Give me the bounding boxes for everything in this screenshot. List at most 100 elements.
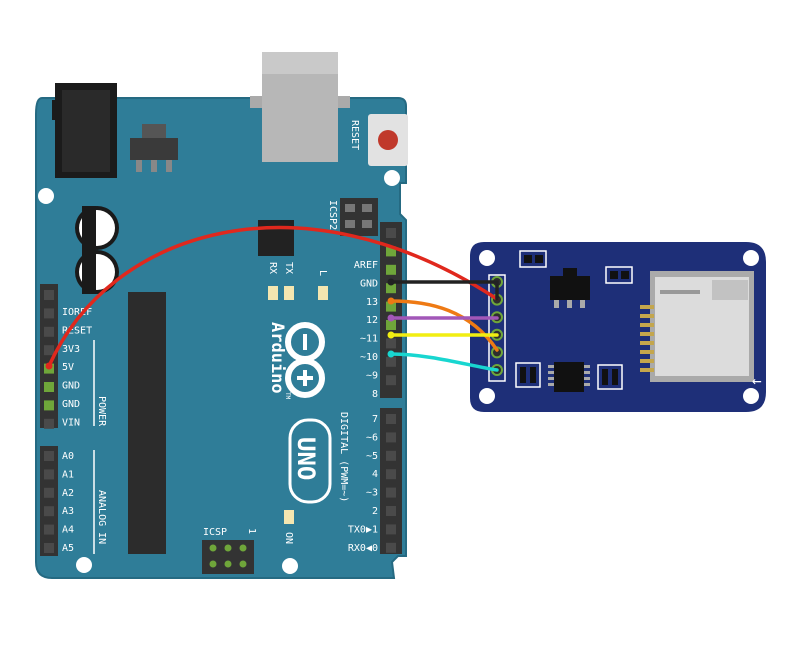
pin-label: RESET [62,325,92,336]
wire-end [387,278,395,286]
header-pin [386,264,396,275]
wire-end [387,350,395,358]
header-pin [44,506,54,517]
pin-label: GND [360,278,378,289]
usb-interface-chip [258,220,294,256]
mounting-hole [76,557,92,573]
uno-text: UNO [292,437,320,480]
power-section-label: POWER [96,396,107,427]
header-pin [44,487,54,498]
mounting-hole [38,188,54,204]
module-resistor [519,250,547,268]
header-pin [386,542,396,553]
wire-end [387,331,395,339]
pin-label: GND [62,399,80,410]
wire-end [387,314,395,322]
header-pin [386,338,396,349]
uno-badge: UNO [288,418,332,504]
capacitor [75,206,119,250]
module-regulator [550,268,590,308]
header-pin [386,469,396,480]
on-led [284,510,294,524]
pin-label: 7 [372,414,378,425]
header-pin [386,524,396,535]
arduino-logo-icon [285,322,325,398]
header-pin [44,524,54,535]
header-pin [386,432,396,443]
usb-port [250,52,350,162]
header-pin [44,382,54,392]
pin-label: 2 [372,506,378,517]
tx-label: TX [283,262,294,274]
barrel-jack [52,83,117,178]
pin-label: TX0▶1 [348,524,378,535]
icsp-header-bottom [202,540,254,574]
icsp-top-label: ICSP2 [327,200,338,230]
atmega-chip [128,292,166,554]
sd-card-slot [640,271,754,382]
module-resistor [597,364,623,390]
pin-label: AREF [354,260,378,271]
header-pin [44,400,54,411]
header-pin [44,418,54,429]
pin-label: GND [62,381,80,392]
arduino-uno-board: RESET ICSP2 TX RX L [35,52,408,579]
level-shifter-chip [548,362,590,392]
pin-label: ~3 [366,488,378,499]
header-pin [44,290,54,300]
header-pin [44,345,54,356]
pin-label: A5 [62,543,74,554]
wire-end [45,362,53,370]
header-pin [44,326,54,337]
capacitor [75,250,119,294]
header-pin [386,375,396,386]
header-pin [44,451,54,461]
icsp-header-top [340,198,378,236]
module-mounting-hole [479,388,495,404]
rx-label: RX [267,262,278,274]
pin-label: 8 [372,389,378,400]
pin-label: A3 [62,506,74,517]
module-mounting-hole [743,388,759,404]
analog-section-label: ANALOG IN [96,490,107,544]
rx-led [268,286,278,300]
pin-label: A4 [62,525,74,536]
wire-endpoints [45,278,395,370]
wire-end [387,297,395,305]
pin-label: VIN [62,417,80,428]
wire-d13 [389,299,499,352]
insert-arrow-icon: ← [752,371,762,390]
header-pin [386,487,396,498]
icsp-pin1-label: 1 [246,528,257,534]
header-pin [386,301,396,312]
trademark-mark: TM [284,392,291,400]
analog-header [40,446,58,556]
tx-led [284,286,294,300]
pin-label: A2 [62,488,74,499]
pin-label: ~6 [366,432,378,443]
pin-label: ~11 [360,334,378,345]
header-pin [386,228,396,238]
reset-label: RESET [349,120,360,150]
pin-label: 5V [62,362,74,373]
pin-label: A1 [62,469,74,480]
reset-button[interactable] [368,114,408,166]
header-pin [386,356,396,367]
pin-label: ~9 [366,370,378,381]
icsp-bottom-label: ICSP [203,527,227,538]
header-pin [386,283,396,294]
wire-d10 [389,352,499,372]
mounting-hole [282,558,298,574]
on-label: ON [283,532,294,544]
pin-label: 13 [366,297,378,308]
micro-sd-card-module: ← [470,242,766,412]
pin-label: IOREF [62,307,92,318]
header-pin [386,450,396,461]
wire-5v [47,225,499,368]
module-mounting-hole [743,250,759,266]
voltage-regulator [130,124,178,172]
pin-label: 12 [366,315,378,326]
digital-header-bottom [380,408,402,554]
header-pin [386,246,396,257]
